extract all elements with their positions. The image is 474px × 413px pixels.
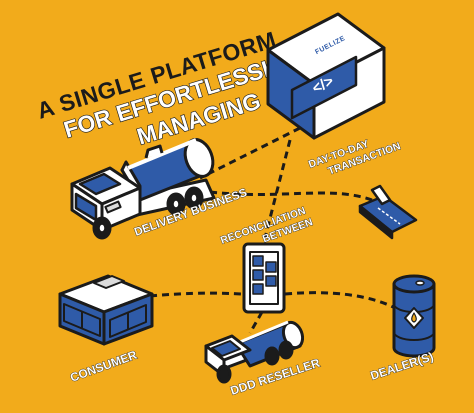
small-tanker-icon xyxy=(204,320,305,384)
phone-app-icon xyxy=(242,242,286,314)
connector-delivery-to-terminal xyxy=(209,190,373,202)
generator-icon xyxy=(58,274,154,346)
tanker-truck-icon xyxy=(70,138,216,240)
connector-lines xyxy=(149,126,396,334)
consumer-label: CONSUMER xyxy=(68,348,139,385)
connector-phone-to-reseller xyxy=(248,311,264,334)
connector-consumer-to-phone xyxy=(149,291,243,298)
monitor-icon: </> FUELIZE xyxy=(266,12,386,140)
connector-monitor-to-phone xyxy=(263,139,292,239)
connector-phone-to-dealer xyxy=(284,291,396,310)
card-terminal-icon xyxy=(358,184,418,240)
connector-monitor-to-delivery xyxy=(199,126,301,180)
fuel-barrel-icon xyxy=(392,274,436,358)
